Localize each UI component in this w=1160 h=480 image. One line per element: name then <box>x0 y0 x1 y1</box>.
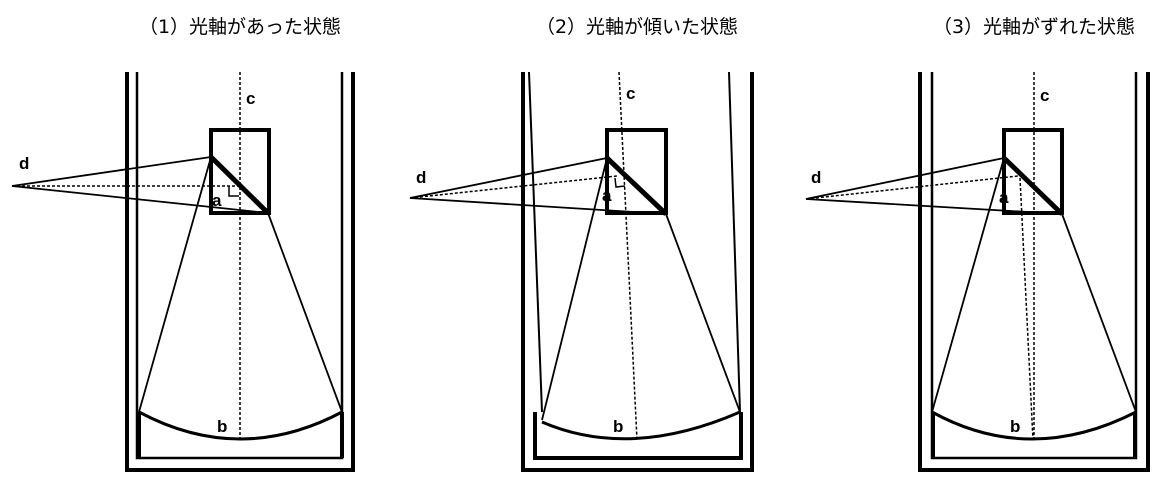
label-b: b <box>613 417 623 436</box>
optical-axis-c <box>409 71 638 441</box>
label-b: b <box>217 417 227 436</box>
panel-2-tilted: c d a b <box>409 71 754 472</box>
outer-tube <box>918 72 1150 472</box>
prism-box <box>1002 128 1064 215</box>
primary-mirror-b <box>931 410 1137 441</box>
primary-mirror-b <box>541 410 741 441</box>
inner-tube-tilted <box>528 71 741 413</box>
shifted-axis <box>805 175 1034 441</box>
mirror-cup <box>533 412 743 460</box>
outer-tube <box>125 72 355 472</box>
label-a: a <box>999 188 1009 207</box>
prism-box <box>605 128 668 215</box>
right-angle-mark <box>228 186 239 197</box>
label-d: d <box>811 168 821 187</box>
right-angle-mark <box>614 177 626 188</box>
label-c: c <box>1040 86 1049 105</box>
label-c: c <box>246 89 255 108</box>
light-cone <box>409 157 741 421</box>
diagonal-mirror-a <box>605 156 668 216</box>
inner-tube <box>135 72 344 460</box>
panel-3-title: （3）光軸がずれた状態 <box>932 16 1136 38</box>
panel-1-aligned: c d a b <box>11 72 355 472</box>
light-cone <box>805 157 1137 413</box>
panel-3-shifted: c d a b <box>805 72 1150 472</box>
outer-tube <box>521 72 754 472</box>
label-a: a <box>602 186 612 205</box>
inner-tube <box>930 72 1138 460</box>
label-b: b <box>1010 417 1020 436</box>
mirror-cup <box>137 412 344 458</box>
optical-axis-c <box>12 72 241 440</box>
label-d: d <box>416 168 426 187</box>
panel-2-title: （2）光軸が傾いた状態 <box>535 16 739 38</box>
label-a: a <box>212 191 222 210</box>
light-cone <box>11 156 343 413</box>
mirror-cup <box>931 412 1137 458</box>
diagonal-mirror-a <box>1002 156 1064 216</box>
label-d: d <box>19 154 29 173</box>
panel-1-title: （1）光軸があった状態 <box>138 16 342 38</box>
label-c: c <box>626 84 635 103</box>
